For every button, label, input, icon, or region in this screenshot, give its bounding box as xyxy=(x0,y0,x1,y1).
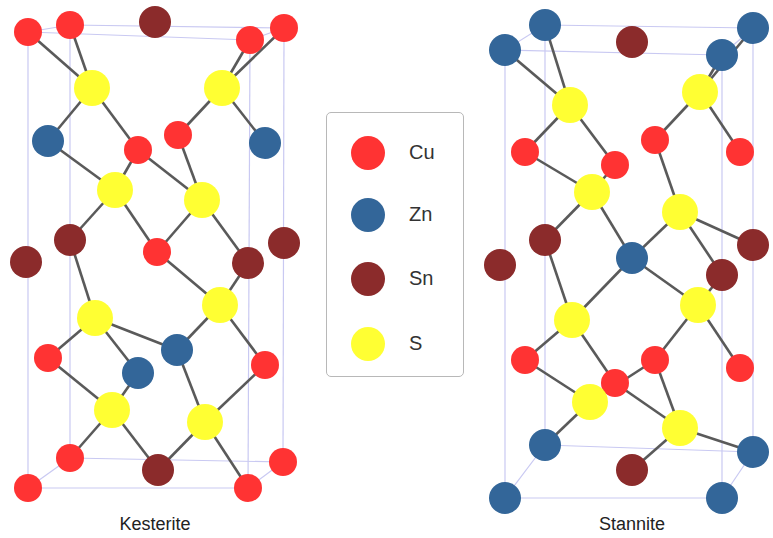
atom xyxy=(601,151,629,179)
atom xyxy=(56,444,84,472)
cell-edge xyxy=(505,497,722,498)
legend-swatch xyxy=(351,136,385,170)
atom xyxy=(234,474,262,502)
atom xyxy=(97,172,133,208)
atom xyxy=(641,346,669,374)
atom xyxy=(184,182,220,218)
atom xyxy=(726,138,754,166)
atom xyxy=(737,12,769,44)
atom xyxy=(143,238,171,266)
legend-label: Zn xyxy=(409,203,432,226)
atom xyxy=(706,259,738,291)
atom xyxy=(74,70,110,106)
atom xyxy=(124,136,152,164)
atom xyxy=(10,246,42,278)
atom xyxy=(489,482,521,514)
cell-edge xyxy=(545,25,753,28)
atom xyxy=(232,247,264,279)
atom xyxy=(737,229,769,261)
atom xyxy=(511,346,539,374)
atom xyxy=(164,121,192,149)
atom xyxy=(32,125,64,157)
atom xyxy=(662,410,698,446)
cell-edge xyxy=(70,458,283,462)
atom xyxy=(269,448,297,476)
atom xyxy=(484,249,516,281)
atom xyxy=(682,74,718,110)
legend-entry: Cu xyxy=(327,133,463,173)
structure-name: Stannite xyxy=(599,514,665,535)
atom xyxy=(187,404,223,440)
atom xyxy=(270,14,298,42)
atom xyxy=(737,436,769,468)
atom xyxy=(56,11,84,39)
atom xyxy=(616,242,648,274)
atom xyxy=(14,474,42,502)
atom xyxy=(268,227,300,259)
atom xyxy=(511,138,539,166)
cell-edge xyxy=(28,487,248,488)
cell-edge xyxy=(505,50,722,55)
atom xyxy=(706,39,738,71)
atom xyxy=(142,454,174,486)
atom xyxy=(641,126,669,154)
atom xyxy=(202,287,238,323)
atom xyxy=(529,224,561,256)
atom xyxy=(616,454,648,486)
atom xyxy=(572,384,608,420)
structure-name: Kesterite xyxy=(119,514,190,535)
legend-box: CuZnSnS xyxy=(326,112,464,377)
atom xyxy=(574,174,610,210)
legend-label: Sn xyxy=(409,267,433,290)
atom xyxy=(706,482,738,514)
atom xyxy=(616,26,648,58)
atom xyxy=(726,354,754,382)
atom xyxy=(204,70,240,106)
atom xyxy=(54,224,86,256)
atom xyxy=(236,26,264,54)
atom xyxy=(94,392,130,428)
atom xyxy=(489,34,521,66)
legend-swatch xyxy=(351,198,385,232)
atom xyxy=(554,302,590,338)
atom xyxy=(552,87,588,123)
atom xyxy=(251,351,279,379)
atom xyxy=(139,6,171,38)
atom xyxy=(529,9,561,41)
atom xyxy=(662,194,698,230)
atom xyxy=(529,429,561,461)
atom xyxy=(249,127,281,159)
atom xyxy=(77,300,113,336)
legend-entry: Zn xyxy=(327,195,463,235)
legend-entry: S xyxy=(327,324,463,364)
atom xyxy=(161,334,193,366)
legend-entry: Sn xyxy=(327,259,463,299)
legend-swatch xyxy=(351,327,385,361)
atom xyxy=(14,18,42,46)
atom xyxy=(680,287,716,323)
legend-label: Cu xyxy=(409,141,435,164)
atom xyxy=(122,357,154,389)
legend-label: S xyxy=(409,332,422,355)
legend-swatch xyxy=(351,262,385,296)
atom xyxy=(34,344,62,372)
